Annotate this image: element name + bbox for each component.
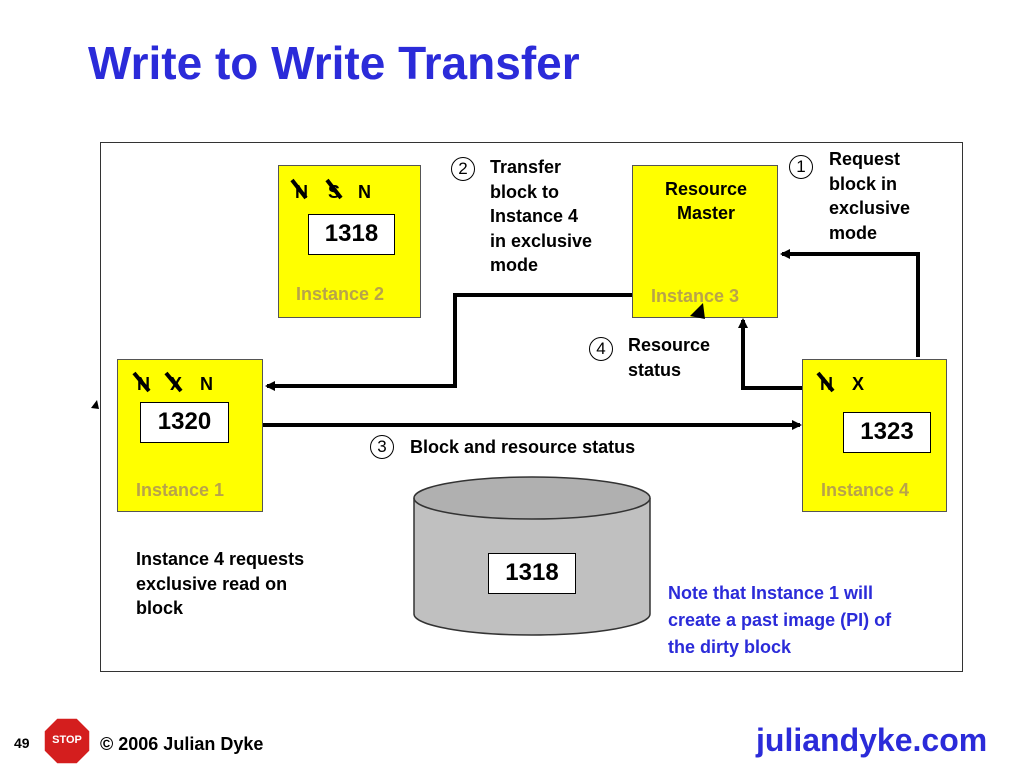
instance-3-node: Resource Master Instance 3 <box>632 165 778 318</box>
resource-master-line-1: Resource <box>664 179 748 199</box>
scenario-note: Instance 4 requests exclusive read on bl… <box>136 549 305 618</box>
step-4-marker: 4 <box>589 337 613 361</box>
disk-block: 1318 <box>488 553 576 594</box>
diagram-frame <box>100 142 963 672</box>
status-strike-marks <box>132 178 835 393</box>
arrow-step-2 <box>265 293 632 391</box>
site-link[interactable]: juliandyke.com <box>756 722 988 758</box>
strike-instance-4-first <box>816 371 835 393</box>
resource-master-line-2: Master <box>676 203 736 223</box>
arrow-step-1 <box>780 249 920 357</box>
instance-4-label: Instance 4 <box>821 480 910 500</box>
instance-1-status-3: N <box>200 374 213 394</box>
step-3-marker: 3 <box>370 435 394 459</box>
step-1-label: Request block in exclusive mode <box>829 149 911 243</box>
instance-1-block: 1320 <box>140 402 229 443</box>
page-number: 49 <box>14 735 30 751</box>
instance-4-status-2: X <box>852 374 865 394</box>
small-arrowhead-resource-master <box>690 303 705 319</box>
instance-2-label: Instance 2 <box>296 284 385 304</box>
step-2-marker: 2 <box>451 157 475 181</box>
strike-instance-2-first <box>290 178 308 200</box>
step-3-label: Block and resource status <box>410 437 636 457</box>
slide-title: Write to Write Transfer <box>88 37 580 89</box>
instance-3-label: Instance 3 <box>651 286 740 306</box>
instance-4-block: 1323 <box>843 412 931 453</box>
arrow-step-4 <box>738 318 802 390</box>
step-4-label: Resource status <box>628 335 711 380</box>
instance-2-block: 1318 <box>308 214 395 255</box>
strike-instance-2-second <box>325 178 343 200</box>
past-image-note: Note that Instance 1 will create a past … <box>668 583 892 657</box>
stop-sign-icon <box>43 717 91 765</box>
small-arrowhead-left-edge <box>91 400 99 409</box>
instance-1-label: Instance 1 <box>136 480 225 500</box>
strike-instance-1-second <box>164 371 183 393</box>
step-2-label: Transfer block to Instance 4 in exclusiv… <box>490 157 593 275</box>
stop-sign-label[interactable]: STOP <box>52 734 82 746</box>
instance-2-status-3: N <box>358 182 371 202</box>
step-1-marker: 1 <box>789 155 813 179</box>
strike-instance-1-first <box>132 371 151 393</box>
copyright-text: © 2006 Julian Dyke <box>100 734 264 754</box>
